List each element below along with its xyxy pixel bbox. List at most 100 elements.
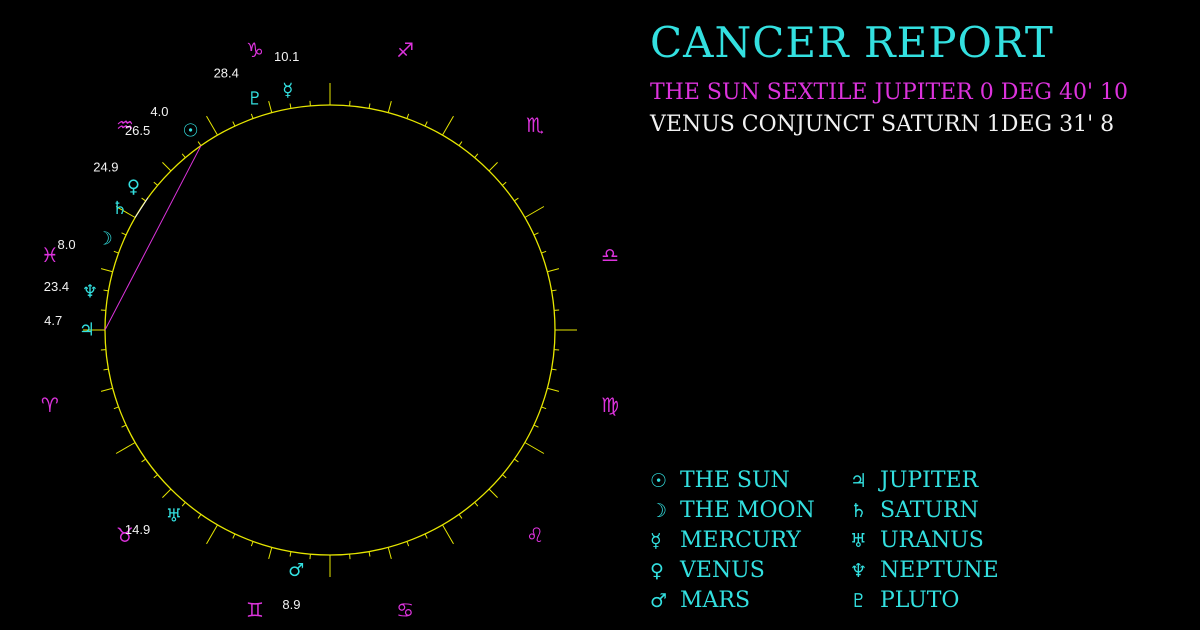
wheel-tick — [153, 181, 158, 186]
venus-degree-label: 24.9 — [93, 160, 118, 175]
legend-label: Saturn — [880, 498, 979, 523]
wheel-tick — [406, 541, 410, 547]
wheel-tick — [387, 100, 392, 113]
wheel-tick — [442, 115, 454, 136]
sun-degree-label: 4.0 — [150, 104, 168, 119]
jupiter-icon: ♃ — [79, 320, 95, 341]
aquarius-icon: ♒ — [116, 113, 134, 137]
wheel-tick — [551, 368, 557, 371]
mars-icon: ♂ — [288, 560, 304, 581]
wheel-tick — [268, 100, 273, 113]
saturn-degree-label: 26.5 — [125, 123, 150, 138]
wheel-tick — [181, 502, 186, 507]
wheel-tick — [268, 547, 273, 560]
wheel-ticks — [83, 83, 577, 577]
legend-item: ☽ The Moon — [650, 497, 850, 524]
wheel-tick — [541, 250, 547, 254]
legend-label: The Moon — [680, 498, 815, 523]
wheel-tick — [458, 141, 463, 146]
wheel-tick — [121, 424, 127, 428]
legend-item: ♀Venus — [650, 557, 850, 584]
zodiac-signs: ♈♉♊♋♌♍♎♏♐♑♒♓ — [41, 38, 619, 622]
wheel-tick — [368, 551, 371, 557]
wheel-tick — [524, 442, 545, 454]
wheel-tick — [113, 250, 119, 254]
wheel-tick — [524, 206, 545, 218]
wheel-tick — [206, 524, 218, 545]
aspect-venus-conjunct-saturn: Venus conjunct Saturn 1deg 31' 8 — [650, 112, 1115, 137]
wheel-tick — [533, 232, 539, 236]
jupiter-icon: ♃ — [850, 469, 868, 492]
legend-item: ☉ The Sun — [650, 467, 850, 494]
jupiter-degree-label: 4.7 — [44, 313, 62, 328]
capricorn-icon: ♑ — [246, 38, 264, 62]
sun-icon: ☉ — [183, 120, 199, 141]
wheel-tick — [547, 387, 560, 392]
wheel-tick — [206, 115, 218, 136]
planet-markers: ☉4.0☽8.0☿10.1♀24.9♂8.9♃4.7♄26.5♅14.9♆23.… — [44, 49, 304, 612]
moon-icon: ☽ — [97, 228, 113, 249]
legend-label: Pluto — [880, 588, 960, 613]
sun-icon: ☉ — [650, 469, 668, 492]
libra-icon: ♎ — [601, 243, 619, 267]
legend-item: ☿Mercury — [650, 527, 850, 554]
uranus-degree-label: 14.9 — [125, 522, 150, 537]
wheel-tick — [424, 533, 428, 539]
wheel-tick — [121, 232, 127, 236]
wheel-tick — [387, 547, 392, 560]
pluto-degree-label: 28.4 — [214, 66, 239, 81]
legend-label: Venus — [680, 558, 765, 583]
legend-item: ♃ Jupiter — [850, 467, 1050, 494]
virgo-icon: ♍ — [601, 393, 619, 417]
legend-label: Mars — [680, 588, 751, 613]
wheel-tick — [406, 113, 410, 119]
wheel-tick — [474, 153, 479, 158]
mars-degree-label: 8.9 — [282, 597, 300, 612]
wheel-tick — [502, 181, 507, 186]
wheel-tick — [232, 533, 236, 539]
moon-icon: ☽ — [650, 499, 668, 522]
wheel-circle — [104, 104, 556, 556]
wheel-tick — [289, 551, 292, 557]
moon-degree-label: 8.0 — [58, 237, 76, 252]
neptune-icon: ♆ — [82, 281, 98, 302]
aries-icon: ♈ — [41, 393, 59, 417]
mars-icon: ♂ — [650, 589, 668, 612]
wheel-tick — [113, 406, 119, 410]
wheel-tick — [474, 502, 479, 507]
cancer-icon: ♋ — [396, 598, 414, 622]
wheel-tick — [442, 524, 454, 545]
legend-item: ♂ Mars — [650, 587, 850, 614]
wheel-tick — [502, 474, 507, 479]
legend-item: ♇ Pluto — [850, 587, 1050, 614]
wheel-tick — [533, 424, 539, 428]
pluto-icon: ♇ — [850, 589, 868, 612]
neptune-icon: ♆ — [850, 559, 868, 582]
wheel-tick — [488, 162, 498, 172]
pluto-icon: ♇ — [247, 88, 263, 109]
wheel-tick — [103, 289, 109, 292]
wheel-tick — [181, 153, 186, 158]
wheel-tick — [162, 162, 172, 172]
legend-label: Uranus — [880, 528, 984, 553]
wheel-tick — [100, 268, 113, 273]
legend-label: Neptune — [880, 558, 999, 583]
wheel-tick — [162, 488, 172, 498]
aspect-line-venus-saturn — [134, 197, 149, 218]
legend-item: ♄Saturn — [850, 497, 1050, 524]
planet-legend: ☉ The Sun ♃ Jupiter ☽ The Moon ♄Saturn ☿Mer… — [650, 467, 1050, 614]
taurus-icon: ♉ — [116, 523, 134, 547]
wheel-tick — [289, 103, 292, 109]
saturn-icon: ♄ — [111, 198, 127, 219]
wheel-tick — [197, 141, 202, 146]
uranus-icon: ♅ — [850, 529, 868, 552]
mercury-degree-label: 10.1 — [274, 49, 299, 64]
wheel-tick — [100, 387, 113, 392]
mercury-icon: ☿ — [650, 529, 662, 552]
sagittarius-icon: ♐ — [396, 38, 414, 62]
scorpio-icon: ♏ — [526, 113, 544, 137]
legend-label: Jupiter — [880, 468, 979, 493]
legend-label: The Sun — [680, 468, 790, 493]
mercury-icon: ☿ — [282, 80, 293, 101]
wheel-tick — [115, 206, 136, 218]
